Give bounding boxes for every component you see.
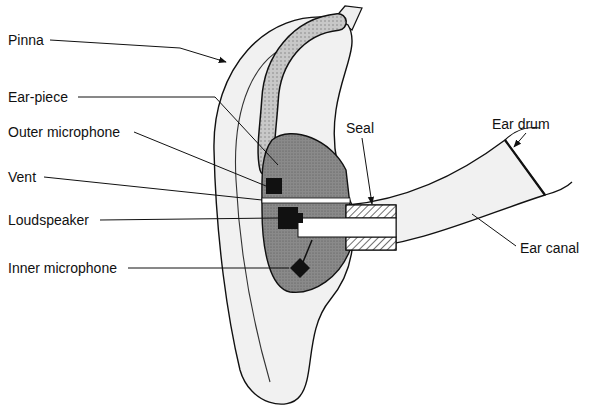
leader-line [50, 40, 226, 62]
loudspeaker [278, 207, 298, 229]
part-label: Seal [346, 120, 374, 136]
ear-drum [505, 140, 545, 195]
part-label: Ear canal [520, 240, 579, 256]
seal-lower [346, 237, 396, 250]
leader-line [472, 214, 516, 246]
leader-lines [44, 40, 526, 268]
sound-bore [298, 218, 396, 237]
ear-piece [262, 134, 350, 293]
part-label: Pinna [8, 32, 44, 48]
seal-upper [346, 205, 396, 218]
leader-line [362, 138, 372, 204]
part-label: Inner microphone [8, 260, 117, 276]
pinna-outline [214, 17, 352, 404]
inner-microphone-tube [303, 240, 312, 262]
leader-line [44, 177, 262, 200]
inner-microphone [290, 258, 310, 278]
part-label: Vent [8, 169, 36, 185]
loudspeaker-port [298, 213, 303, 223]
outer-microphone [266, 178, 282, 194]
leader-line [128, 268, 289, 269]
part-label: Outer microphone [8, 124, 120, 140]
part-label: Ear-piece [8, 89, 68, 105]
ear-drum-rim [505, 128, 572, 196]
part-label: Ear drum [492, 116, 550, 132]
part-label: Loudspeaker [8, 212, 89, 228]
leader-line [514, 133, 526, 147]
leader-line [100, 218, 278, 220]
leader-line [134, 132, 266, 186]
vent-channel [262, 198, 350, 203]
